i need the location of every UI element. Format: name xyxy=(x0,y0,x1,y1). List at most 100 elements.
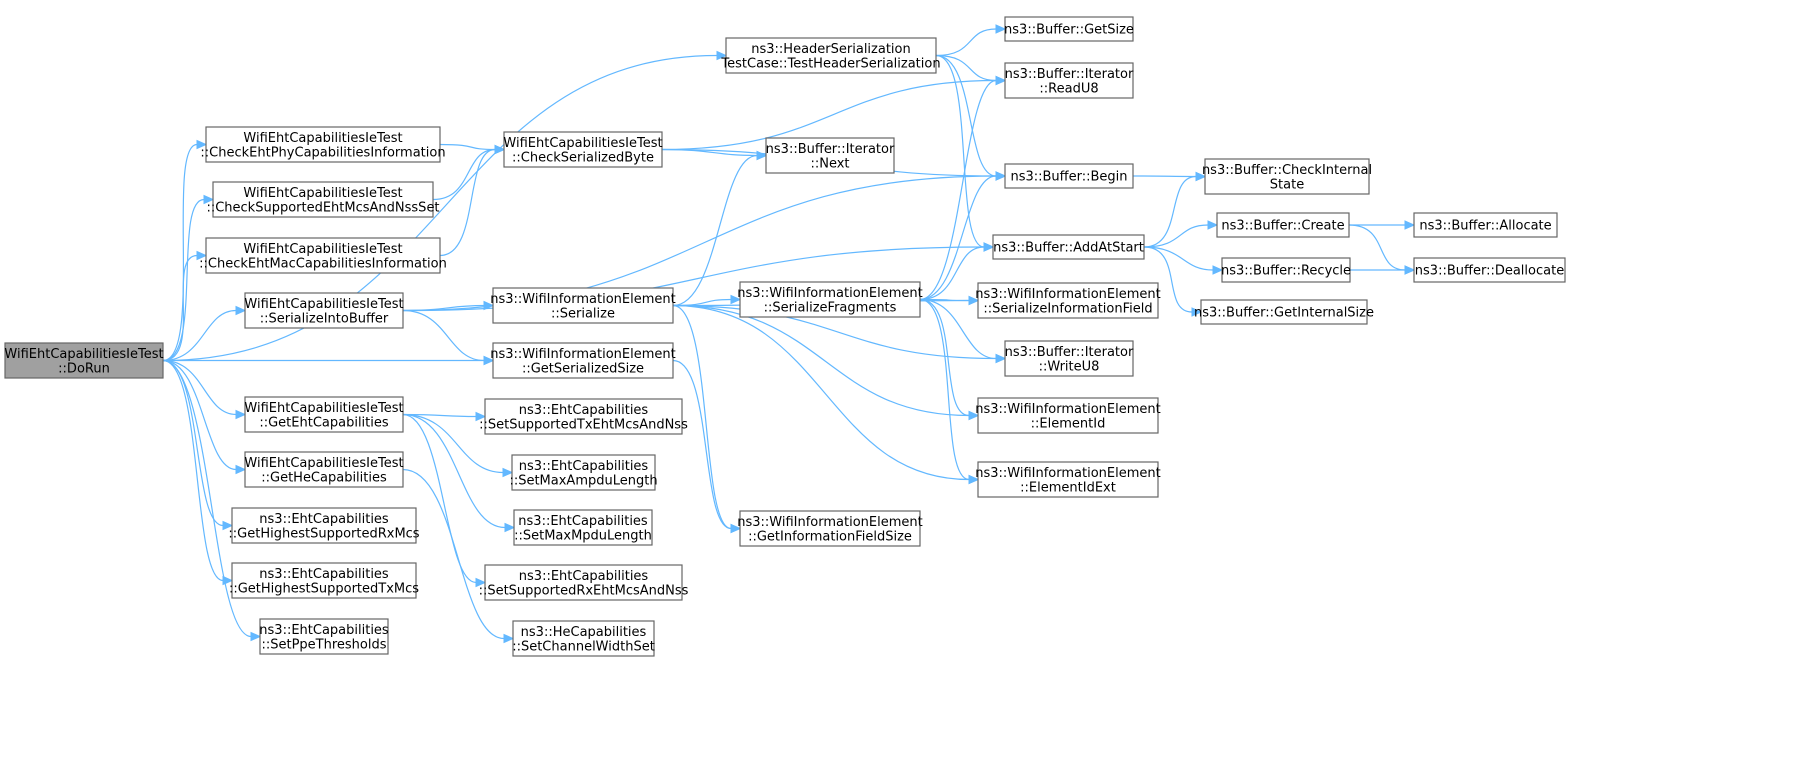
edge-serIntoBuf-to-wieSerialize xyxy=(402,300,495,312)
edge-doRun-to-setPpe xyxy=(162,359,262,642)
edge-wieSerialize-to-elemIdExt xyxy=(672,304,980,485)
node-serIntoBuf[interactable]: WifiEhtCapabilitiesIeTest::SerializeInto… xyxy=(244,292,404,329)
node-box xyxy=(205,237,441,274)
edge-doRun-to-getHe xyxy=(162,359,247,475)
node-label: WifiEhtCapabilitiesIeTest xyxy=(244,401,403,416)
node-box xyxy=(244,292,404,329)
node-bufBegin[interactable]: ns3::Buffer::Begin xyxy=(1004,163,1134,189)
node-checkSupMcs[interactable]: WifiEhtCapabilitiesIeTest::CheckSupporte… xyxy=(206,181,440,218)
node-itWriteU8[interactable]: ns3::Buffer::Iterator::WriteU8 xyxy=(1004,340,1134,377)
edge-arrowhead xyxy=(968,410,980,421)
node-box xyxy=(1413,257,1566,283)
node-bufAddAtStart[interactable]: ns3::Buffer::AddAtStart xyxy=(992,234,1145,260)
node-bufGetInternalSize[interactable]: ns3::Buffer::GetInternalSize xyxy=(1194,299,1374,325)
node-ghsTx[interactable]: ns3::EhtCapabilities::GetHighestSupporte… xyxy=(229,562,419,599)
edge-line xyxy=(162,54,718,362)
edge-line xyxy=(1143,175,1197,248)
edge-doRun-to-serIntoBuf xyxy=(162,305,247,362)
node-getHe[interactable]: WifiEhtCapabilitiesIeTest::GetHeCapabili… xyxy=(244,451,404,488)
edge-line xyxy=(672,154,758,307)
node-box xyxy=(231,507,417,544)
node-label: WifiEhtCapabilitiesIeTest xyxy=(503,136,662,151)
node-itReadU8[interactable]: ns3::Buffer::Iterator::ReadU8 xyxy=(1004,62,1134,99)
node-checkPhy[interactable]: WifiEhtCapabilitiesIeTest::CheckEhtPhyCa… xyxy=(200,126,446,163)
edge-bufCreate-to-bufDeallocate xyxy=(1348,224,1416,275)
node-label: ns3::Buffer::GetSize xyxy=(1004,23,1134,38)
node-label: ns3::Buffer::Allocate xyxy=(1419,219,1551,234)
node-checkSerByte[interactable]: WifiEhtCapabilitiesIeTest::CheckSerializ… xyxy=(503,131,663,168)
edge-line xyxy=(672,298,732,307)
node-setSupTx[interactable]: ns3::EhtCapabilities::SetSupportedTxEhtM… xyxy=(479,398,688,435)
node-label: ::CheckEhtMacCapabilitiesInformation xyxy=(199,256,447,271)
edge-line xyxy=(432,148,496,201)
node-label: ::SetPpeThresholds xyxy=(261,637,386,652)
node-setPpe[interactable]: ns3::EhtCapabilities::SetPpeThresholds xyxy=(259,618,389,655)
node-label: ::ElementId xyxy=(1031,416,1106,431)
edge-doRun-to-checkSupMcs xyxy=(162,194,215,362)
node-label: ::ReadU8 xyxy=(1039,81,1098,96)
node-setMaxAmpdu[interactable]: ns3::EhtCapabilities::SetMaxAmpduLength xyxy=(509,454,658,491)
node-label: WifiEhtCapabilitiesIeTest xyxy=(4,347,163,362)
node-getInfoFieldSize[interactable]: ns3::WifiInformationElement::GetInformat… xyxy=(737,510,923,547)
edge-line xyxy=(402,413,506,529)
edge-arrowhead xyxy=(250,631,262,642)
node-setMaxMpdu[interactable]: ns3::EhtCapabilities::SetMaxMpduLength xyxy=(513,509,653,546)
node-bufCreate[interactable]: ns3::Buffer::Create xyxy=(1216,212,1350,238)
node-box xyxy=(484,398,683,435)
edge-serFrag-to-bufAddAtStart xyxy=(919,242,995,301)
node-label: ::SetSupportedRxEhtMcsAndNss xyxy=(479,583,689,598)
edge-getHe-to-setChWidth xyxy=(402,468,515,644)
node-bufDeallocate[interactable]: ns3::Buffer::Deallocate xyxy=(1413,257,1566,283)
node-getEht[interactable]: WifiEhtCapabilitiesIeTest::GetEhtCapabil… xyxy=(244,396,404,433)
node-label: ns3::WifiInformationElement xyxy=(490,347,676,362)
edge-arrowhead xyxy=(983,242,995,252)
node-bufAllocate[interactable]: ns3::Buffer::Allocate xyxy=(1413,212,1558,238)
node-doRun[interactable]: WifiEhtCapabilitiesIeTest::DoRun xyxy=(4,342,164,379)
edge-bufAddAtStart-to-bufRecycle xyxy=(1143,246,1224,275)
node-wieSerialize[interactable]: ns3::WifiInformationElement::Serialize xyxy=(490,287,676,324)
edge-arrowhead xyxy=(196,250,208,261)
node-hdrSerTest[interactable]: ns3::HeaderSerializationTestCase::TestHe… xyxy=(720,37,941,74)
edge-line xyxy=(162,359,224,582)
edge-line xyxy=(672,359,732,530)
edge-checkMac-to-checkSerByte xyxy=(439,144,506,257)
node-box xyxy=(231,562,417,599)
node-ghsRx[interactable]: ns3::EhtCapabilities::GetHighestSupporte… xyxy=(228,507,420,544)
edge-arrowhead xyxy=(1207,220,1219,230)
node-box xyxy=(1204,158,1370,195)
node-setChWidth[interactable]: ns3::HeCapabilities::SetChannelWidthSet xyxy=(512,620,655,657)
node-bufRecycle[interactable]: ns3::Buffer::Recycle xyxy=(1221,257,1351,283)
edge-arrowhead xyxy=(756,150,768,161)
node-serInfoField[interactable]: ns3::WifiInformationElement::SerializeIn… xyxy=(975,282,1161,319)
node-wieGetSerSize[interactable]: ns3::WifiInformationElement::GetSerializ… xyxy=(490,342,676,379)
node-label: ::SetSupportedTxEhtMcsAndNss xyxy=(479,417,688,432)
node-box xyxy=(977,397,1159,434)
edge-line xyxy=(402,468,505,640)
edge-line xyxy=(1143,224,1209,248)
node-elemId[interactable]: ns3::WifiInformationElement::ElementId xyxy=(975,397,1161,434)
node-label: ns3::Buffer::Begin xyxy=(1010,170,1127,185)
node-box xyxy=(513,509,653,546)
node-label: ns3::WifiInformationElement xyxy=(737,286,923,301)
node-label: ns3::Buffer::Iterator xyxy=(1005,67,1134,82)
edge-arrowhead xyxy=(483,300,495,311)
edge-line xyxy=(672,304,970,417)
edge-arrowhead xyxy=(968,474,980,485)
node-label: ::Next xyxy=(810,156,849,171)
edge-line xyxy=(162,143,198,362)
edge-line xyxy=(919,298,970,302)
edge-line xyxy=(919,298,970,417)
node-label: ns3::EhtCapabilities xyxy=(519,569,649,584)
node-label: ::DoRun xyxy=(58,361,110,376)
node-label: TestCase::TestHeaderSerialization xyxy=(720,56,940,71)
node-checkMac[interactable]: WifiEhtCapabilitiesIeTest::CheckEhtMacCa… xyxy=(199,237,447,274)
node-serFrag[interactable]: ns3::WifiInformationElement::SerializeFr… xyxy=(737,281,923,318)
node-label: ::GetHighestSupportedTxMcs xyxy=(229,581,419,596)
node-elemIdExt[interactable]: ns3::WifiInformationElement::ElementIdEx… xyxy=(975,461,1161,498)
node-label: WifiEhtCapabilitiesIeTest xyxy=(243,186,402,201)
node-itNext[interactable]: ns3::Buffer::Iterator::Next xyxy=(765,137,895,174)
node-setSupRx[interactable]: ns3::EhtCapabilities::SetSupportedRxEhtM… xyxy=(479,564,689,601)
node-box xyxy=(511,454,656,491)
node-bufGetSize[interactable]: ns3::Buffer::GetSize xyxy=(1004,16,1134,42)
